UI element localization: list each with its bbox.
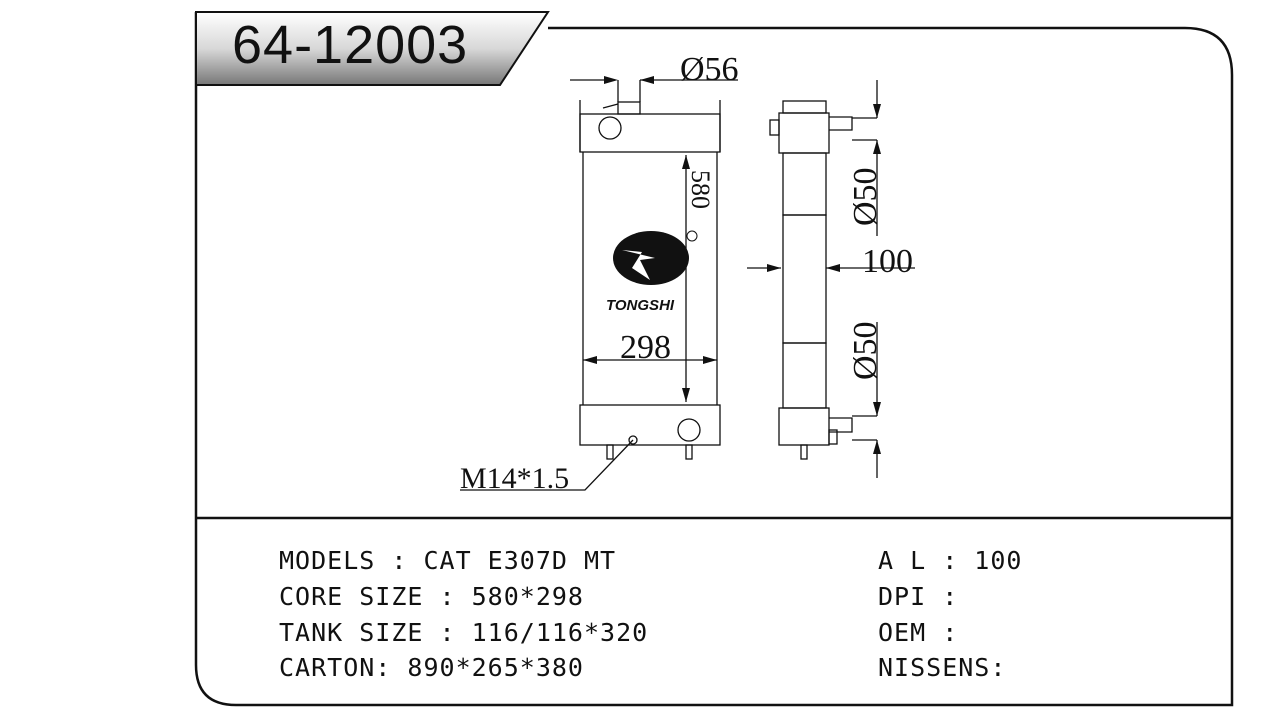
spec-oem: OEM : (878, 618, 959, 647)
spec-core-size: CORE SIZE : 580*298 (279, 582, 584, 611)
core-width-label: 298 (620, 329, 671, 366)
spec-al: A L : 100 (878, 546, 1023, 575)
drain-thread-label: M14*1.5 (460, 462, 569, 495)
spec-tank-size: TANK SIZE : 116/116*320 (279, 618, 649, 647)
outlet-diameter-label: Ø50 (847, 321, 884, 380)
cap-diameter-label: Ø56 (680, 51, 739, 88)
spec-dpi: DPI : (878, 582, 959, 611)
title-banner (195, 11, 550, 86)
sheet-border (194, 12, 1234, 707)
tongshi-logo (613, 230, 698, 285)
inlet-diameter-label: Ø50 (847, 167, 884, 226)
radiator-side-view (747, 80, 915, 478)
part-number-title: 64-12003 (232, 15, 469, 75)
spec-nissens: NISSENS: (878, 653, 1007, 682)
spec-models: MODELS : CAT E307D MT (279, 546, 617, 575)
spec-carton: CARTON: 890*265*380 (279, 653, 584, 682)
thickness-label: 100 (862, 243, 913, 280)
radiator-front-view (460, 79, 738, 491)
core-height-label: 580 (686, 170, 715, 209)
logo-text: TONGSHI (606, 297, 675, 314)
